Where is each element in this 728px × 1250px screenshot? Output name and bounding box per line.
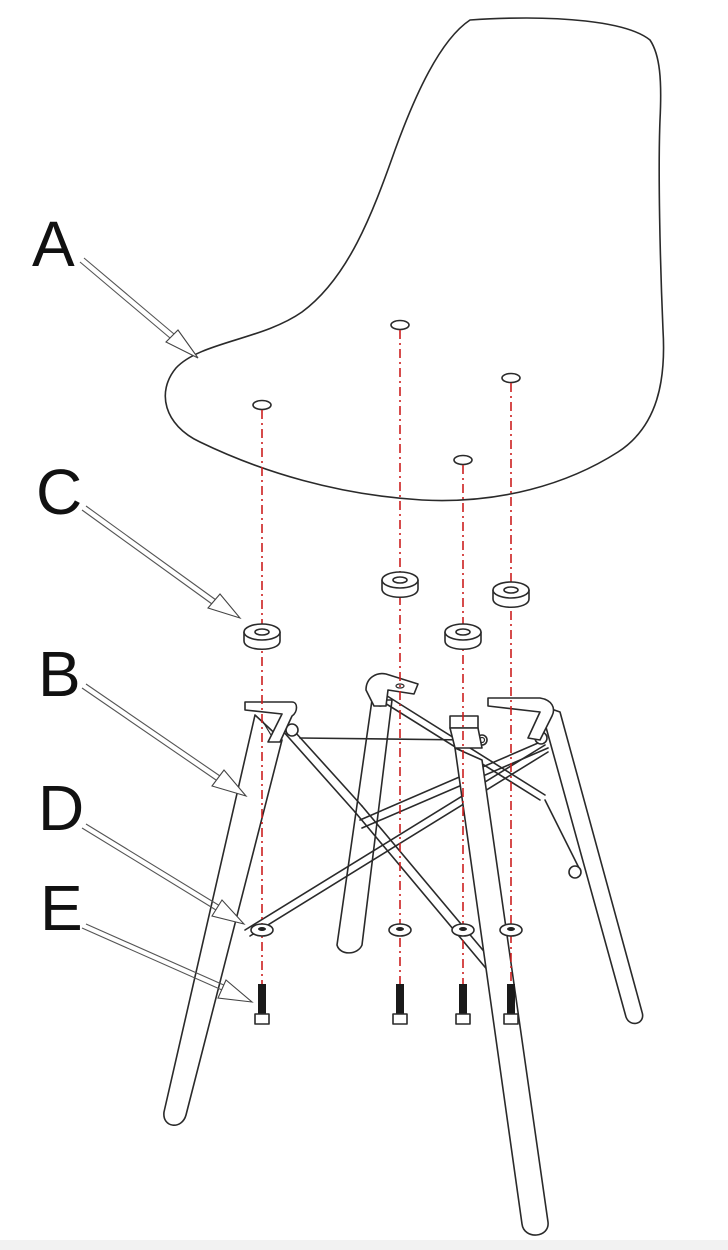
bottom-band [0,1240,728,1250]
leg-brackets [244,672,555,749]
label-b: B [38,638,81,710]
seat-shell [164,17,665,502]
seat-hole-2 [390,319,410,331]
front-legs [163,714,549,1236]
washers [250,923,523,937]
leader-c [81,505,242,620]
washer-4 [499,923,523,937]
label-c: C [36,456,82,528]
assembly-guide-lines [261,330,512,1012]
washer-2 [388,923,412,937]
bolts [254,984,519,1025]
seat-hole-1 [252,399,272,411]
bolt-4 [503,984,519,1025]
bolt-2 [392,984,408,1025]
spacer-1 [243,623,281,651]
bolt-3 [455,984,471,1025]
leader-b [81,683,248,798]
wire-braces [244,693,582,986]
spacer-2 [381,571,419,599]
leader-e [81,923,254,1003]
label-d: D [38,772,84,844]
seat-hole-4 [501,372,521,384]
washer-1 [250,923,274,937]
label-e: E [40,872,83,944]
bolt-1 [254,984,270,1025]
leader-d [81,823,246,925]
callout-labels: A C B D E [32,208,84,944]
seat-hole-3 [453,454,473,466]
washer-3 [451,923,475,937]
spacer-3 [444,623,482,651]
spacer-4 [492,581,530,609]
spacers [243,571,530,651]
leader-a [79,257,199,359]
label-a: A [32,208,75,280]
callout-leaders [79,257,254,1003]
